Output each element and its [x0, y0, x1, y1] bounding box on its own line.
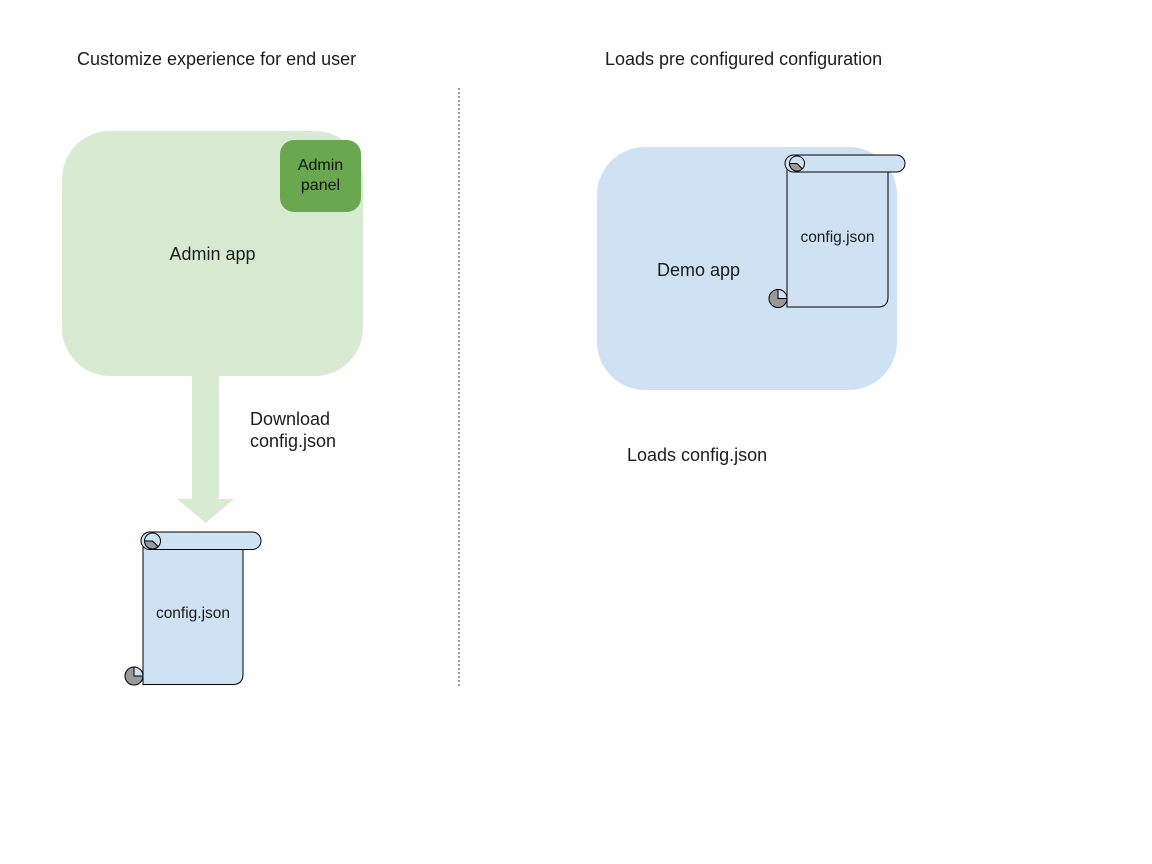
admin-app-label: Admin app [169, 243, 256, 264]
scroll-body [786, 163, 889, 308]
demo-app-label: Demo app [657, 260, 741, 280]
right-section-title: Loads pre configured configuration [605, 49, 883, 69]
loads-config-caption: Loads config.json [627, 445, 768, 465]
scroll-top-roll [140, 531, 262, 550]
scroll-bottom-curl-notch [133, 666, 144, 677]
scroll-top-curl-shade [788, 163, 804, 172]
scroll-body [142, 540, 244, 685]
left-section-title: Customize experience for end user [77, 49, 357, 69]
scroll-top-roll [784, 154, 906, 173]
down-arrow-shape [177, 375, 234, 523]
scroll-bottom-curl-notch [777, 288, 788, 299]
config-json-scroll-icon [768, 154, 906, 308]
admin-panel-label: Admin panel [297, 157, 344, 194]
left-config-json-label: config.json [155, 605, 231, 622]
scroll-top-curl-shade [143, 540, 159, 550]
config-json-scroll-icon [124, 531, 262, 686]
right-config-json-label: config.json [800, 229, 875, 246]
admin-panel-box: Admin panel [280, 140, 361, 212]
download-arrow-label: Download config.json [250, 409, 337, 451]
download-arrow-icon [177, 375, 234, 523]
section-divider-dotted-line [458, 88, 460, 686]
